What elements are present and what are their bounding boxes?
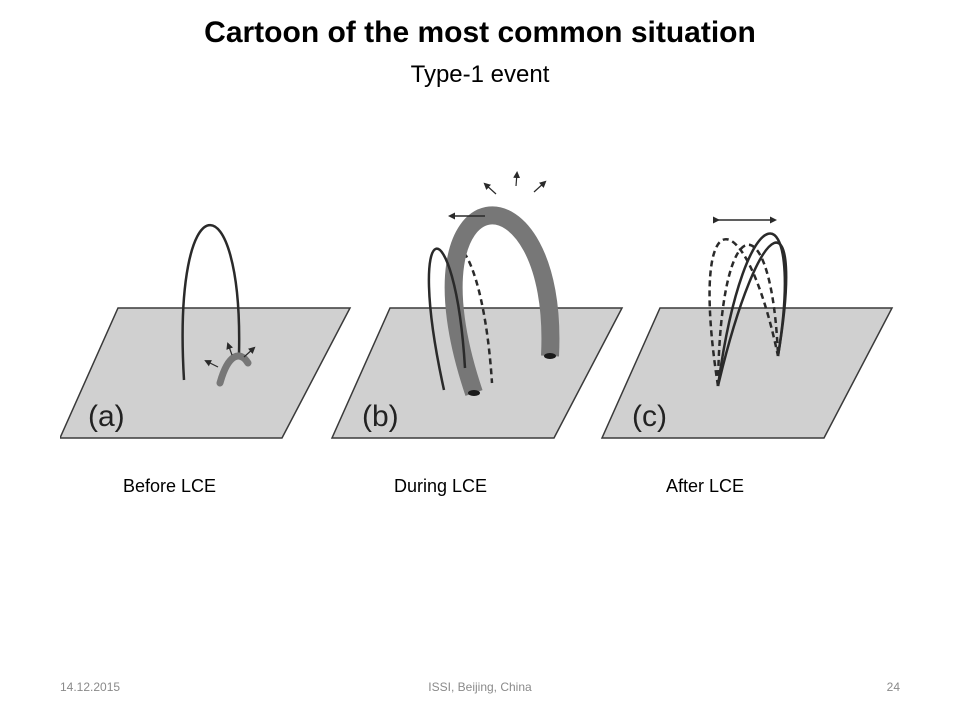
dashed-loop-c-2 xyxy=(716,243,780,387)
arrow-b-2 xyxy=(513,171,521,187)
arrow-a-1 xyxy=(204,360,219,368)
panel-c: (c) xyxy=(600,216,894,439)
caption-before-lce: Before LCE xyxy=(123,476,217,496)
arrow-a-2 xyxy=(226,342,233,356)
magnetic-loop-a xyxy=(181,224,241,381)
panel-a: (a) xyxy=(60,224,352,439)
panel-b: (b) xyxy=(330,171,624,439)
caption-after-lce: After LCE xyxy=(666,476,745,496)
arrow-b-1 xyxy=(483,182,497,195)
slide-title: Cartoon of the most common situation xyxy=(204,16,756,49)
dashed-loop-c-1 xyxy=(708,238,780,387)
footer-date: 14.12.2015 xyxy=(60,680,121,694)
photosphere-plane-c xyxy=(600,307,894,439)
solid-loop-b xyxy=(427,247,467,391)
footer-venue: ISSI, Beijing, China xyxy=(428,680,532,694)
lce-cartoon-figure: (a) (b) (c) xyxy=(60,158,900,458)
flux-rope-a xyxy=(216,352,252,387)
arrow-a-3 xyxy=(243,346,256,358)
erupting-flux-rope-b xyxy=(444,206,560,396)
solid-loop-c-2 xyxy=(716,241,788,387)
caption-during-lce: During LCE xyxy=(394,476,488,496)
footer-page-number: 24 xyxy=(886,680,900,694)
arrow-b-3 xyxy=(533,180,547,193)
slide-subtitle: Type-1 event xyxy=(410,61,550,88)
panel-label-c: (c) xyxy=(632,400,667,433)
panel-label-a: (a) xyxy=(88,400,125,433)
rope-footpoint-b-1 xyxy=(468,390,480,396)
panel-label-b: (b) xyxy=(362,400,399,433)
rope-footpoint-b-2 xyxy=(544,353,556,359)
photosphere-plane-a xyxy=(60,307,352,439)
